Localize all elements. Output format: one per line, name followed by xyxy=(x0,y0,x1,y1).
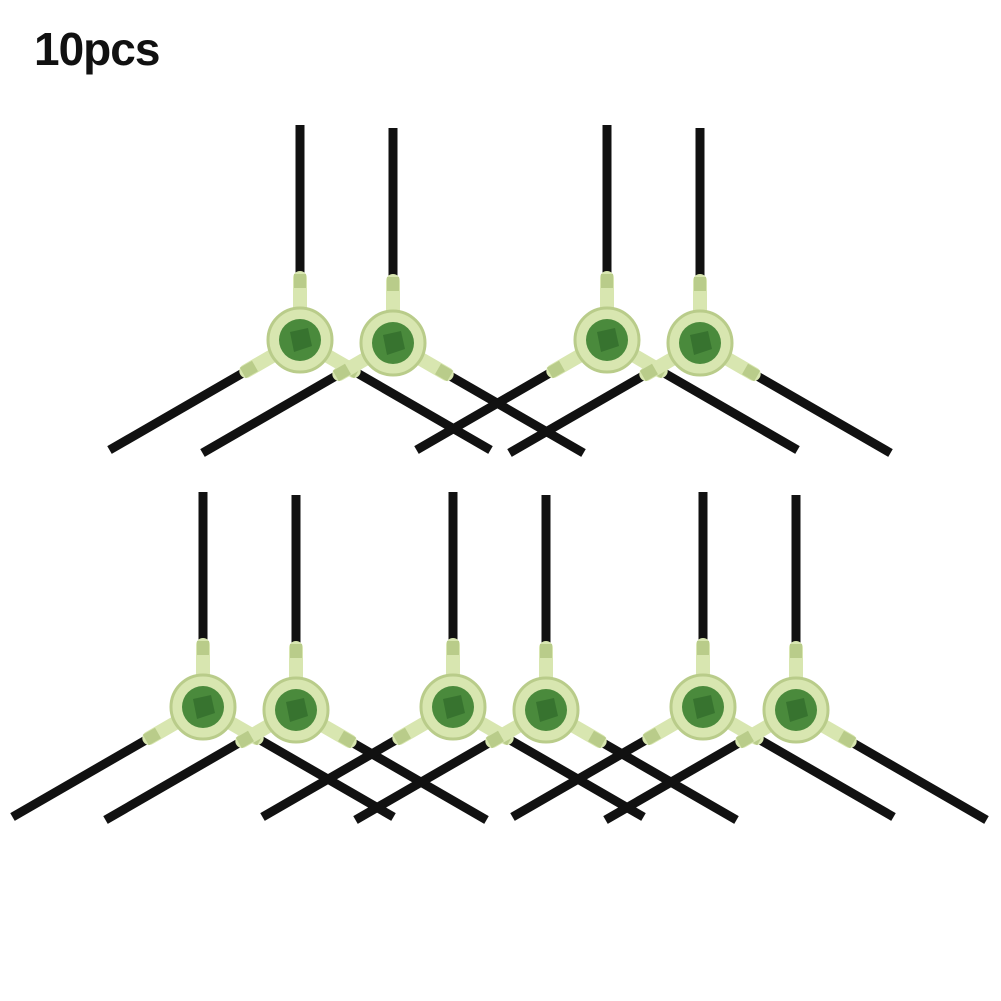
bristle-arm xyxy=(10,730,158,821)
hub-core-detail xyxy=(786,698,808,722)
arm-clip xyxy=(485,730,504,749)
side-brush xyxy=(507,128,893,457)
arm-clip xyxy=(392,727,411,746)
arm-clip xyxy=(742,363,761,382)
hub-core-detail xyxy=(693,695,715,719)
bristle-arm xyxy=(248,730,396,821)
arm-clip xyxy=(588,730,607,749)
bristle-arm xyxy=(341,733,489,824)
hub-core-detail xyxy=(286,698,308,722)
arm-clip xyxy=(639,363,658,382)
bristle-arm xyxy=(507,366,655,457)
arm-clip xyxy=(735,730,754,749)
hub-core-detail xyxy=(597,328,619,352)
bristle-arm xyxy=(841,733,989,824)
arm-clip xyxy=(642,727,661,746)
bristle-arm xyxy=(591,733,739,824)
bristle-arm xyxy=(498,730,646,821)
hub-core-detail xyxy=(193,695,215,719)
bristle-arm xyxy=(745,366,893,457)
bristle-arm xyxy=(438,366,586,457)
arm-clip xyxy=(546,360,565,379)
bristle-arm xyxy=(414,363,562,454)
hub-core-detail xyxy=(690,331,712,355)
quantity-label: 10pcs xyxy=(34,23,160,75)
side-brush xyxy=(103,495,489,824)
bristle-arm xyxy=(200,366,348,457)
hub-core-detail xyxy=(383,331,405,355)
arm-clip xyxy=(338,730,357,749)
bristle-arm xyxy=(103,733,251,824)
bristle-arm xyxy=(652,363,800,454)
arm-clip xyxy=(838,730,857,749)
hub-core-detail xyxy=(290,328,312,352)
side-brush xyxy=(353,495,739,824)
side-brush xyxy=(603,495,989,824)
side-brush xyxy=(200,128,586,457)
side-brush xyxy=(10,492,396,821)
bristle-arm xyxy=(748,730,896,821)
bristle-arm xyxy=(107,363,255,454)
arm-clip xyxy=(239,360,258,379)
arm-clip xyxy=(435,363,454,382)
hub-core-detail xyxy=(443,695,465,719)
hub-core-detail xyxy=(536,698,558,722)
arm-clip xyxy=(142,727,161,746)
arm-clip xyxy=(235,730,254,749)
bristle-arm xyxy=(353,733,501,824)
bristle-arm xyxy=(260,730,408,821)
bristle-arm xyxy=(603,733,751,824)
bristle-arm xyxy=(510,730,658,821)
bristle-arm xyxy=(345,363,493,454)
arm-clip xyxy=(332,363,351,382)
